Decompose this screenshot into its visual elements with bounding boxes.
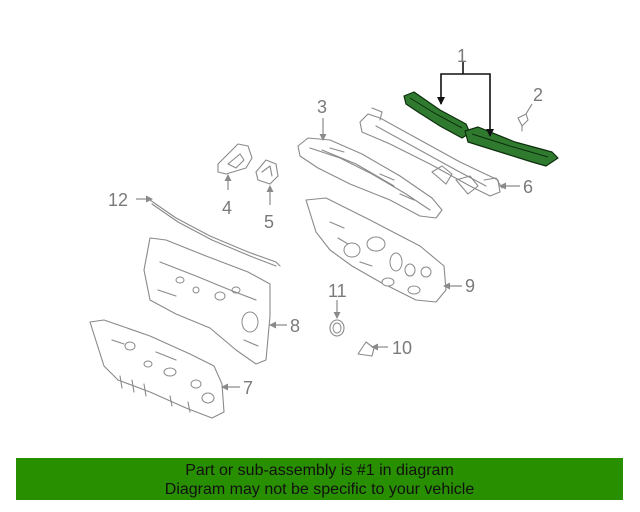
parts-diagram: 1 2 3 4 5 6 7 8 9 10 11 12 xyxy=(89,46,559,419)
part-4-bracket xyxy=(217,143,253,175)
part-2-clip xyxy=(517,113,529,132)
callout-3[interactable]: 3 xyxy=(317,97,327,117)
callout-12[interactable]: 12 xyxy=(108,190,128,210)
banner-line-2: Diagram may not be specific to your vehi… xyxy=(164,481,475,498)
part-9-insulator xyxy=(305,197,447,303)
part-11-grommet xyxy=(329,319,345,337)
callout-2[interactable]: 2 xyxy=(533,85,543,105)
leader-lines xyxy=(136,62,533,391)
callout-8[interactable]: 8 xyxy=(290,316,300,336)
callout-7[interactable]: 7 xyxy=(243,378,253,398)
callout-11[interactable]: 11 xyxy=(328,281,347,301)
part-10-clip xyxy=(357,341,375,357)
part-12-seal xyxy=(149,199,281,267)
callout-10[interactable]: 10 xyxy=(392,338,412,358)
callout-9[interactable]: 9 xyxy=(465,276,475,296)
banner-line-1: Part or sub-assembly is #1 in diagram xyxy=(185,462,454,479)
part-8-dash-panel xyxy=(143,237,271,365)
part-3-cowl-panel xyxy=(297,137,443,219)
part-7-floor-panel xyxy=(89,319,225,419)
callout-5[interactable]: 5 xyxy=(264,212,274,232)
part-5-bracket xyxy=(255,159,279,185)
callout-1[interactable]: 1 xyxy=(457,46,467,66)
callout-6[interactable]: 6 xyxy=(523,177,533,197)
info-banner: Part or sub-assembly is #1 in diagram Di… xyxy=(16,458,623,500)
callout-4[interactable]: 4 xyxy=(222,198,232,218)
